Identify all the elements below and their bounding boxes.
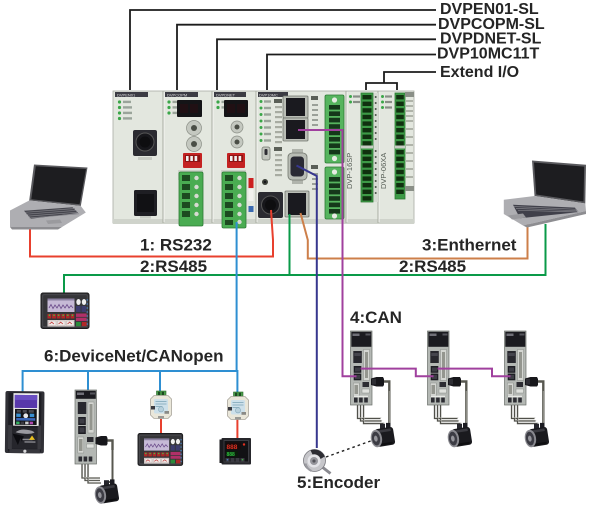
svg-text:4:CAN: 4:CAN bbox=[350, 308, 402, 327]
svg-text:DVPCOPM-SL: DVPCOPM-SL bbox=[438, 16, 545, 33]
svg-text:DVP10MC11T: DVP10MC11T bbox=[437, 46, 539, 63]
svg-text:DVPDNET: DVPDNET bbox=[216, 93, 236, 98]
svg-text:1: RS232: 1: RS232 bbox=[140, 236, 212, 255]
svg-text:2:RS485: 2:RS485 bbox=[140, 257, 207, 276]
svg-text:DVP-06XA: DVP-06XA bbox=[379, 153, 388, 189]
svg-text:Extend I/O: Extend I/O bbox=[440, 64, 519, 81]
svg-text:888: 888 bbox=[227, 452, 236, 458]
svg-text:3:Enthernet: 3:Enthernet bbox=[422, 236, 517, 255]
svg-text:5:Encoder: 5:Encoder bbox=[297, 473, 381, 492]
svg-text:DVPCOPM: DVPCOPM bbox=[167, 93, 187, 98]
svg-text:DVP-16SP: DVP-16SP bbox=[345, 153, 354, 189]
svg-text:DVPEN01-SL: DVPEN01-SL bbox=[440, 1, 539, 18]
svg-text:2:RS485: 2:RS485 bbox=[399, 257, 466, 276]
svg-text:6:DeviceNet/CANopen: 6:DeviceNet/CANopen bbox=[44, 347, 224, 366]
svg-text:DVPDNET-SL: DVPDNET-SL bbox=[440, 31, 542, 48]
svg-text:888: 888 bbox=[227, 444, 238, 451]
svg-text:DVPEN01: DVPEN01 bbox=[117, 93, 136, 98]
svg-text:DVP10MC: DVP10MC bbox=[259, 93, 278, 98]
